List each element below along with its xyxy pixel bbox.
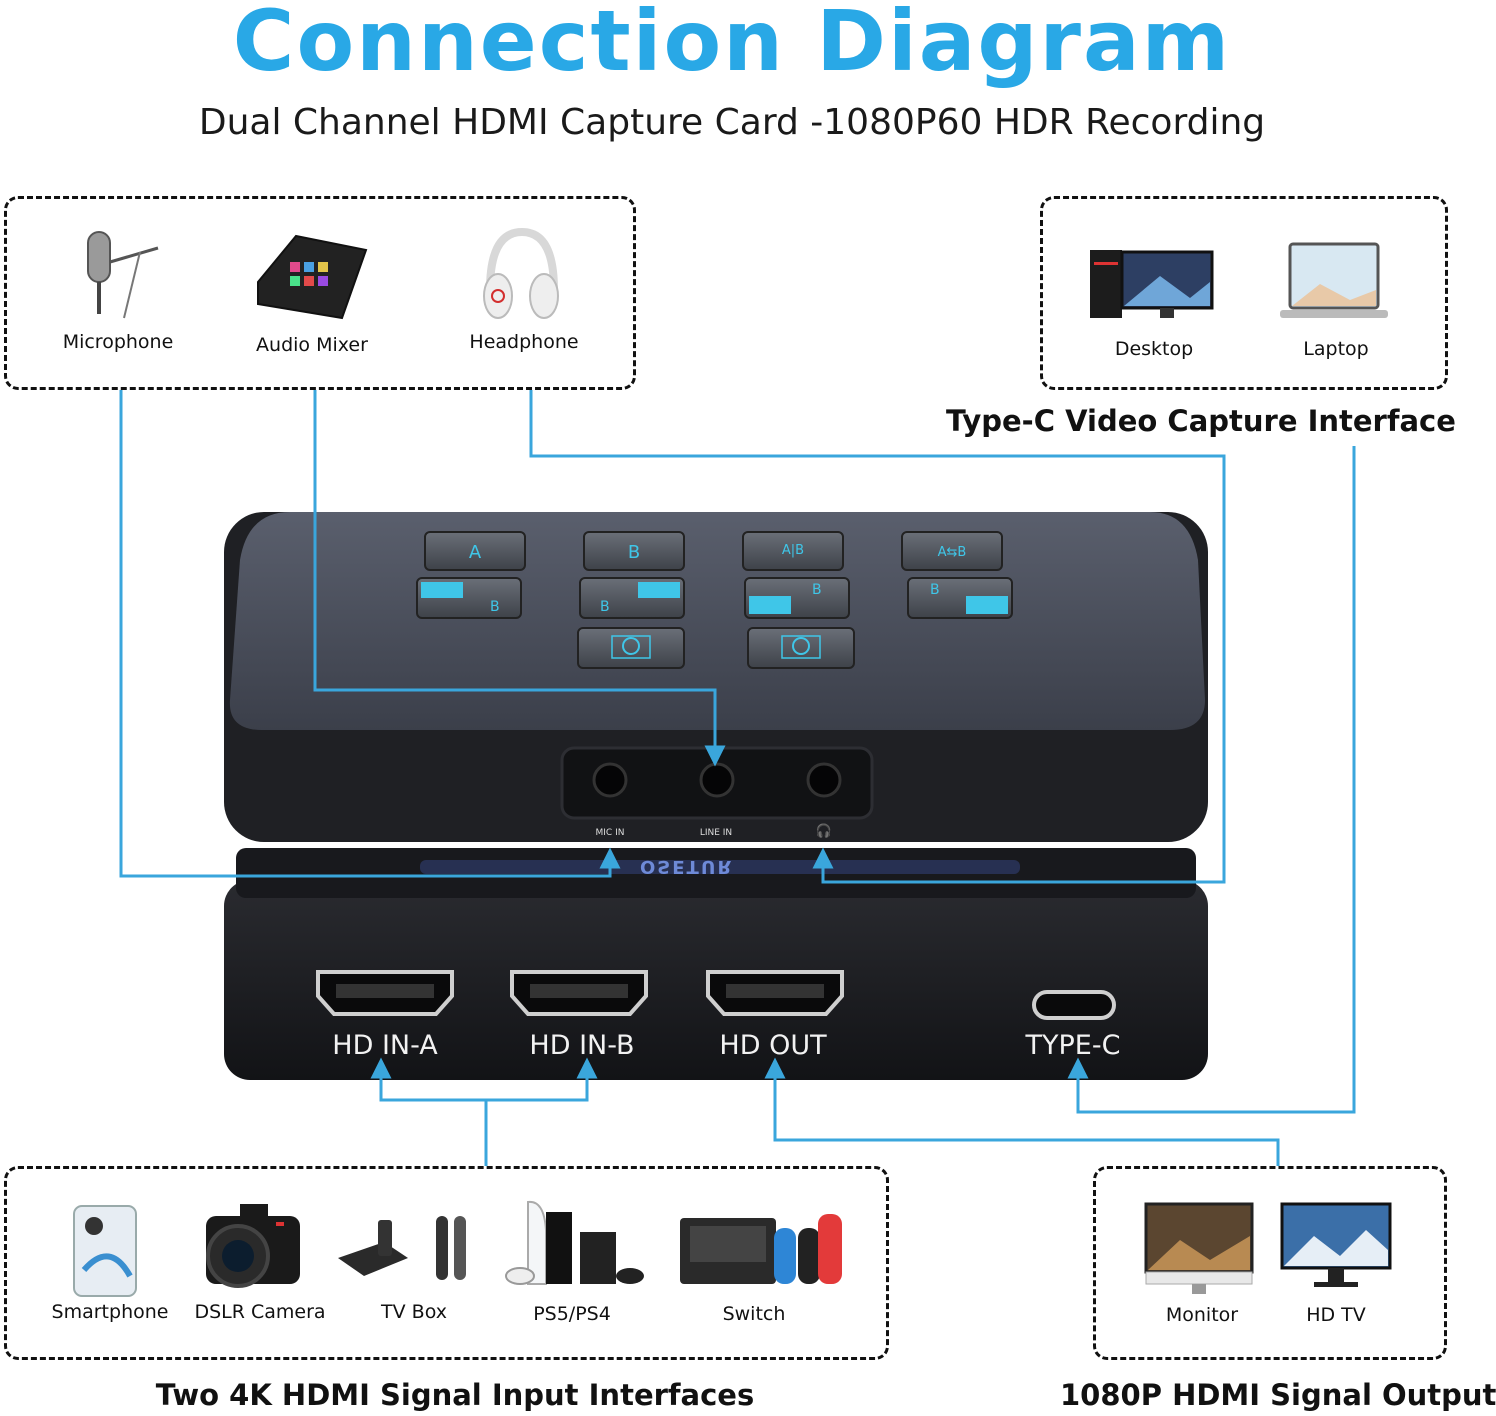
svg-text:B: B — [930, 582, 940, 598]
switch-console-icon — [680, 1214, 842, 1284]
svg-text:A: A — [469, 542, 482, 563]
desktop-icon — [1090, 250, 1214, 318]
caption-hdmi-input-interfaces: Two 4K HDMI Signal Input Interfaces — [155, 1378, 755, 1412]
headphone-icon — [483, 227, 559, 319]
device-label-laptop: Laptop — [1303, 338, 1369, 360]
device-label-desktop: Desktop — [1114, 338, 1194, 360]
hdmi-port-shapes — [316, 970, 1116, 1020]
device-label-smartphone: Smartphone — [51, 1301, 169, 1323]
microphone-icon — [87, 231, 159, 319]
svg-text:A|B: A|B — [782, 543, 804, 558]
device-label-switch: Switch — [722, 1303, 786, 1325]
tv-box-icon — [338, 1216, 466, 1280]
svg-text:B: B — [490, 599, 500, 615]
caption-type-c-interface: Type-C Video Capture Interface — [946, 404, 1456, 438]
device-label-ps5-ps4: PS5/PS4 — [533, 1303, 611, 1325]
monitor-icon — [1144, 1202, 1254, 1294]
svg-text:B: B — [812, 582, 822, 598]
port-label-type-c: TYPE-C — [1025, 1030, 1121, 1061]
brand-text: OSETUR — [640, 856, 734, 877]
svg-text:B: B — [600, 599, 610, 615]
device-label-monitor: Monitor — [1165, 1304, 1239, 1326]
pc-devices-box — [1040, 196, 1448, 390]
device-label-hd-tv: HD TV — [1306, 1304, 1366, 1326]
page-title: Connection Diagram — [232, 0, 1232, 90]
device-label-audio-mixer: Audio Mixer — [256, 334, 368, 356]
laptop-icon — [1280, 242, 1388, 318]
port-label-mic-in: MIC IN — [595, 828, 625, 838]
device-label-tv-box: TV Box — [381, 1301, 447, 1323]
headphone-jack-icon: 🎧 — [815, 824, 833, 839]
output-devices-box — [1093, 1166, 1447, 1360]
caption-hdmi-signal-output: 1080P HDMI Signal Output — [1060, 1378, 1496, 1412]
input-devices-box — [4, 1166, 889, 1360]
port-label-line-in: LINE IN — [699, 828, 733, 838]
port-label-hd-out: HD OUT — [719, 1030, 827, 1061]
connection-lines — [119, 390, 1356, 1166]
diagram-canvas: A B A|B A⇆B B B B B — [73, 227, 1392, 1297]
svg-text:A⇆B: A⇆B — [938, 545, 967, 560]
audio-mixer-icon — [257, 234, 368, 320]
port-label-hd-in-a: HD IN-A — [332, 1030, 438, 1061]
device-label-headphone: Headphone — [469, 331, 579, 353]
audio-devices-box — [4, 196, 636, 390]
console-icon — [505, 1200, 644, 1285]
device-label-microphone: Microphone — [62, 331, 174, 353]
audio-jacks — [592, 762, 842, 798]
device-label-dslr-camera: DSLR Camera — [194, 1301, 326, 1323]
device-buttons: A B A|B A⇆B B B B B — [416, 531, 1013, 669]
port-label-hd-in-b: HD IN-B — [529, 1030, 635, 1061]
smartphone-icon — [73, 1205, 137, 1297]
svg-text:B: B — [628, 542, 640, 563]
tv-icon — [1280, 1202, 1392, 1287]
camera-icon — [206, 1204, 300, 1288]
page-subtitle: Dual Channel HDMI Capture Card -1080P60 … — [198, 102, 1266, 143]
